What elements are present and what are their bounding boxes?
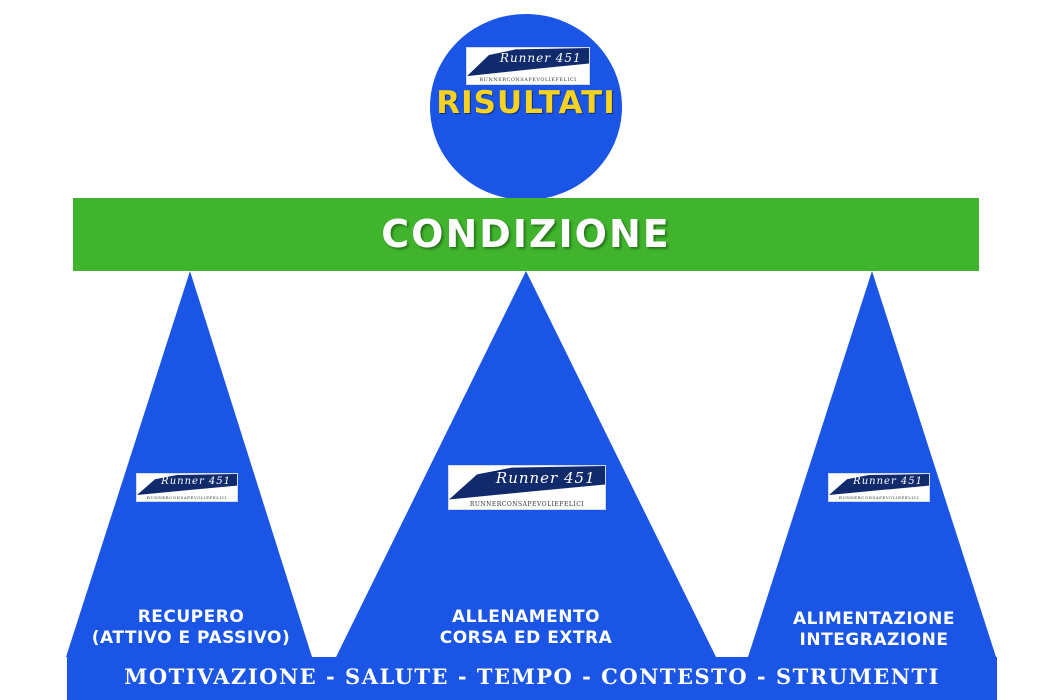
base-strip: MOTIVAZIONE - SALUTE - TEMPO - CONTESTO … — [67, 657, 997, 700]
pillar-right-line2: INTEGRAZIONE — [799, 630, 949, 650]
pillar-center-line1: ALLENAMENTO — [451, 607, 601, 627]
results-circle — [430, 14, 622, 200]
pillar-right-label: ALIMENTAZIONE INTEGRAZIONE — [748, 609, 1000, 651]
pillar-left-line2: (ATTIVO E PASSIVO) — [91, 628, 291, 648]
pillar-center-triangle — [336, 271, 716, 657]
pillar-center-line2: CORSA ED EXTRA — [439, 628, 613, 648]
logo-name: Runner 451 — [495, 469, 596, 488]
logo-tagline: RUNNERCONSAPEVOLIEFELICI — [146, 495, 228, 501]
pillar-left-label: RECUPERO (ATTIVO E PASSIVO) — [66, 607, 316, 649]
results-title: RISULTATI — [436, 85, 616, 121]
pillar-right-line1: ALIMENTAZIONE — [793, 609, 955, 629]
runner-logo-right: Runner 451 RUNNERCONSAPEVOLIEFELICI — [828, 473, 930, 502]
pillar-right-triangle — [748, 271, 996, 657]
runner-logo-left: Runner 451 RUNNERCONSAPEVOLIEFELICI — [136, 473, 238, 502]
logo-name: Runner 451 — [499, 50, 582, 65]
logo-name: Runner 451 — [853, 476, 923, 488]
condition-label: CONDIZIONE — [381, 212, 671, 256]
runner-logo-center: Runner 451 RUNNERCONSAPEVOLIEFELICI — [448, 465, 606, 510]
pillar-center-label: ALLENAMENTO CORSA ED EXTRA — [400, 607, 652, 649]
logo-tagline: RUNNERCONSAPEVOLIEFELICI — [838, 495, 920, 501]
runner-logo-top: Runner 451 RUNNERCONSAPEVOLIEFELICI — [466, 47, 590, 85]
pillar-left-triangle — [66, 271, 312, 657]
logo-name: Runner 451 — [161, 476, 231, 488]
logo-tagline: RUNNERCONSAPEVOLIEFELICI — [479, 77, 577, 84]
condition-bar: CONDIZIONE — [73, 198, 979, 271]
logo-tagline: RUNNERCONSAPEVOLIEFELICI — [469, 501, 585, 509]
base-label: MOTIVAZIONE - SALUTE - TEMPO - CONTESTO … — [124, 664, 940, 689]
pillar-left-line1: RECUPERO — [137, 607, 245, 627]
